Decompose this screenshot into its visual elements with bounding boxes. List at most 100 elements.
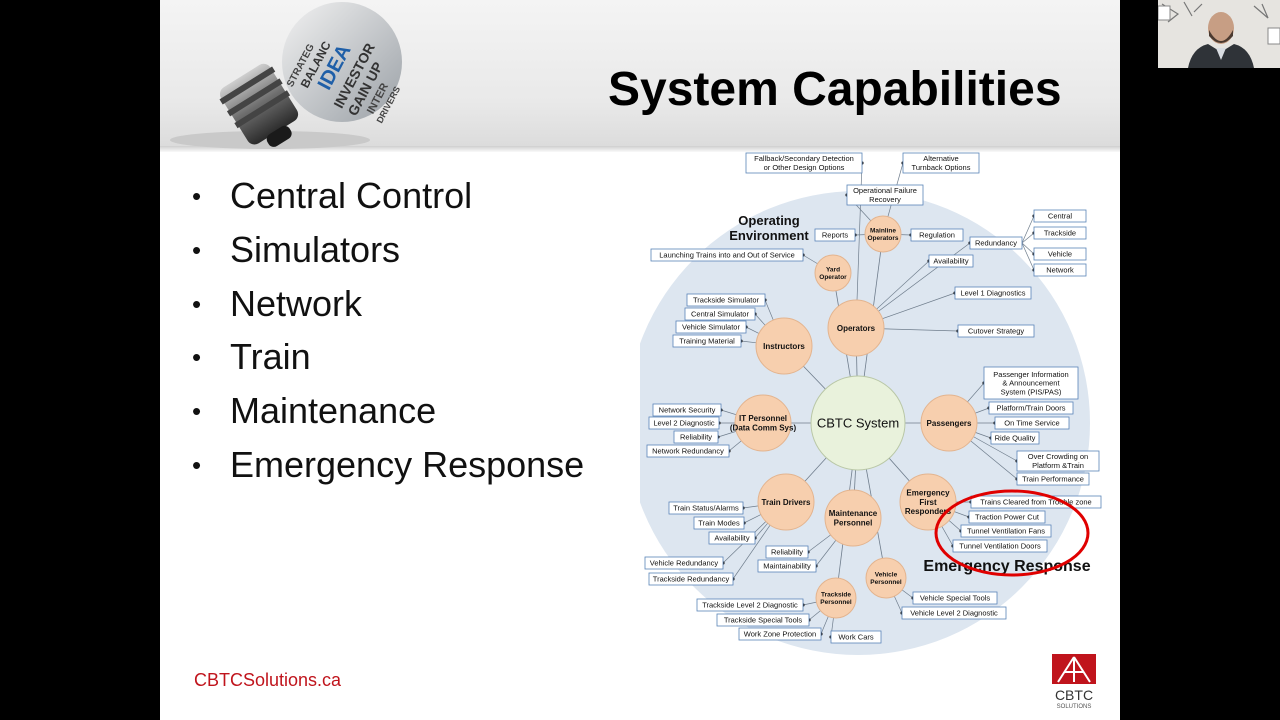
label-box: Trackside Redundancy [648,572,734,586]
node-circle [824,489,882,547]
diagram-text: or Other Design Options [764,163,845,172]
diagram-text: Train Drivers [762,498,811,507]
diagram-text: Availability [933,257,969,266]
label-box-frame [686,293,766,307]
label-box: Regulation [910,228,964,242]
diagram-text: Vehicle [1048,250,1072,259]
diagram-text: Maintenance [829,509,878,518]
label-box: Trackside Level 2 Diagnostic [696,598,804,612]
diagram-text: Platform/Train Doors [997,404,1066,413]
diagram-text: CBTC System [817,416,899,431]
diagram-text: Regulation [919,231,955,240]
label-box-frame [765,545,809,559]
label-box: Redundancy [969,236,1023,250]
connector-line [1021,232,1035,244]
label-box-frame [910,228,964,242]
diagram-text: Recovery [869,195,901,204]
label-box: Passenger Information& AnnouncementSyste… [983,366,1079,400]
diagram-text: Launching Trains into and Out of Service [659,251,795,260]
cbtc-logo: CBTC SOLUTIONS [1052,654,1096,710]
label-box: Maintainability [757,559,817,573]
diagram-text: Passenger Information [993,370,1068,379]
emergency-response-label: Emergency Response [923,558,1090,575]
diagram-text: Emergency [906,488,950,497]
stakeholder-node: Operators [827,299,885,357]
diagram-text: Work Zone Protection [744,630,816,639]
slide: IDEA INVESTOR GAIN UP BALANC INTER STRAT… [160,0,1120,720]
diagram-text: IT Personnel [739,414,787,423]
label-box: Availability [928,254,974,268]
label-box: Trackside [1033,226,1087,240]
diagram-text: Maintainability [763,562,811,571]
label-box: Vehicle Simulator [675,320,747,334]
bullet-dot-icon: • [192,449,202,480]
label-box: Work Zone Protection [738,627,822,641]
bullet-dot-icon: • [192,342,202,373]
highlight-ring [934,489,1090,577]
label-box: Level 2 Diagnostic [648,416,720,430]
bullet-text: Train [230,336,311,378]
bullet-text: Central Control [230,175,473,216]
label-box-frame [673,430,719,444]
diagram-text: Passengers [927,419,972,428]
label-box: Availability [708,531,756,545]
connector-line [1021,242,1035,271]
label-box-frame [644,556,724,570]
label-box-frame [1033,247,1087,261]
label-box: Train Modes [693,516,745,530]
diagram-text: Tunnel Ventilation Doors [959,542,1041,551]
label-box-frame [668,501,744,515]
label-box-frame [969,236,1023,250]
label-box: Trains Cleared from Trouble zone [970,495,1102,509]
diagram-text: Operator [819,274,847,281]
diagram-text: Environment [729,228,809,243]
diagram-text: Central Simulator [691,310,749,319]
label-box-frame [675,320,747,334]
label-box-frame [957,324,1035,338]
diagram-text: Reports [822,231,849,240]
diagram-text: Work Cars [838,633,874,642]
logo-subword: SOLUTIONS [1057,704,1092,710]
bullet-item: • Train [192,333,584,387]
diagram-text: Yard [826,266,840,273]
diagram-text: Operators [837,324,876,333]
label-box: Reliability [673,430,719,444]
label-box: Launching Trains into and Out of Service [650,248,804,262]
stakeholder-nodes: CBTC SystemMainlineOperatorsYardOperator… [730,215,978,619]
diagram-text: Trackside Level 2 Diagnostic [702,601,798,610]
label-box-frame [757,559,817,573]
label-box: Reliability [765,545,809,559]
label-box-frame [1033,263,1087,277]
webcam-video [1158,0,1280,68]
diagram-text: Train Status/Alarms [673,504,739,513]
bullet-text: Network [230,282,363,324]
website-link[interactable]: CBTCSolutions.ca [194,670,342,690]
connector-line [1021,242,1035,255]
diagram-text: Operators [867,235,898,242]
label-box-frame [693,516,745,530]
diagram-text: Mainline [870,227,896,234]
label-box: Train Performance [1016,472,1090,486]
diagram-text: Personnel [820,599,852,606]
label-box: Network [1033,263,1087,277]
diagram-text: Trackside [1044,229,1076,238]
label-box: Vehicle Level 2 Diagnostic [901,606,1007,620]
label-box-frame [648,572,734,586]
node-circle [734,394,792,452]
diagram-text: On Time Service [1004,419,1059,428]
diagram-text: Network [1046,266,1074,275]
label-box-frame [902,152,980,174]
label-box-frame [814,228,856,242]
label-box-frame [738,627,822,641]
bullet-item: •Maintenance [192,387,584,441]
node-circle [827,299,885,357]
label-box-frame [708,531,756,545]
diagram-text: System (PIS/PAS) [1001,387,1062,396]
